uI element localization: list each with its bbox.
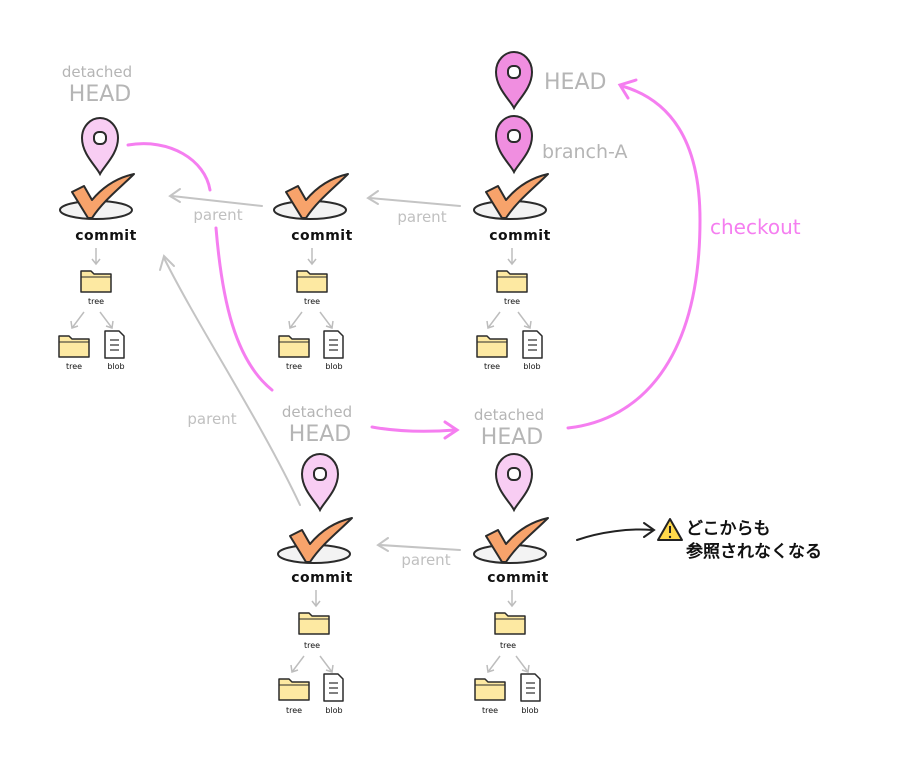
blob-label: blob xyxy=(107,362,124,371)
checkmark-icon xyxy=(59,173,135,220)
file-icon xyxy=(522,330,543,359)
parent-label-2: parent xyxy=(397,208,446,226)
head-label-5: HEAD xyxy=(481,425,543,450)
folder-icon xyxy=(476,335,508,358)
file-icon xyxy=(323,673,344,702)
head-label-4: HEAD xyxy=(289,422,351,447)
file-icon xyxy=(323,330,344,359)
commit-label-3: commit xyxy=(489,228,551,244)
warning-icon xyxy=(657,518,683,541)
commit-group-1: detached HEAD commit tree tree blob xyxy=(58,63,137,371)
parent-label-1: parent xyxy=(193,206,242,224)
checkmark-icon xyxy=(473,173,549,220)
folder-icon xyxy=(474,678,506,701)
detached-label-4: detached xyxy=(282,403,352,421)
folder-icon xyxy=(496,270,528,293)
warning-callout: どこからも 参照されなくなる xyxy=(576,518,822,562)
blob-label: blob xyxy=(325,362,342,371)
warning-arrow xyxy=(576,528,653,541)
parent-label-4: parent xyxy=(401,551,450,569)
folder-icon xyxy=(494,612,526,635)
parent-label-3: parent xyxy=(187,410,236,428)
checkout-arrow xyxy=(566,84,702,430)
location-pin-icon xyxy=(301,453,339,511)
pink-arrows xyxy=(126,78,702,440)
commit-label-4: commit xyxy=(291,570,353,586)
parent-arrows xyxy=(159,188,461,552)
detached-label-5: detached xyxy=(474,406,544,424)
commit-label-5: commit xyxy=(487,570,549,586)
folder-icon xyxy=(278,678,310,701)
head-label-1: HEAD xyxy=(69,82,131,107)
tree-label: tree xyxy=(482,706,498,715)
tree-label: tree xyxy=(88,297,104,306)
blob-label: blob xyxy=(523,362,540,371)
tree-label: tree xyxy=(500,641,516,650)
tree-label: tree xyxy=(286,706,302,715)
tree-label: tree xyxy=(484,362,500,371)
location-pin-icon xyxy=(495,115,533,173)
location-pin-icon xyxy=(495,453,533,511)
folder-icon xyxy=(80,270,112,293)
folder-icon xyxy=(296,270,328,293)
commit-group-2: commit tree tree blob xyxy=(273,173,353,371)
commit-group-5: detached HEAD commit tree tree blob xyxy=(473,406,549,715)
head-label-3: HEAD xyxy=(544,70,606,95)
move-head-arrow-right xyxy=(370,425,457,433)
move-head-arrow-mid xyxy=(214,226,274,392)
folder-icon xyxy=(278,335,310,358)
commit-group-3: HEAD branch-A commit tree tree blob xyxy=(473,51,627,371)
commit-label-2: commit xyxy=(291,228,353,244)
commit-label-1: commit xyxy=(75,228,137,244)
tree-label: tree xyxy=(286,362,302,371)
folder-icon xyxy=(298,612,330,635)
location-pin-icon xyxy=(81,117,119,175)
checkmark-icon xyxy=(473,517,549,564)
tree-label: tree xyxy=(304,297,320,306)
warning-text-line1: どこからも xyxy=(686,519,771,539)
blob-label: blob xyxy=(521,706,538,715)
move-head-arrow-top xyxy=(126,142,212,192)
checkmark-icon xyxy=(273,173,349,220)
file-icon xyxy=(104,330,125,359)
commit-group-4: detached HEAD commit tree tree blob xyxy=(277,403,353,715)
location-pin-icon xyxy=(495,51,533,109)
detached-label-1: detached xyxy=(62,63,132,81)
tree-label: tree xyxy=(304,641,320,650)
checkmark-icon xyxy=(277,517,353,564)
blob-label: blob xyxy=(325,706,342,715)
checkout-label: checkout xyxy=(710,215,801,239)
tree-label: tree xyxy=(504,297,520,306)
tree-label: tree xyxy=(66,362,82,371)
file-icon xyxy=(520,673,541,702)
branch-label: branch-A xyxy=(542,141,627,163)
warning-text-line2: 参照されなくなる xyxy=(686,541,822,562)
folder-icon xyxy=(58,335,90,358)
